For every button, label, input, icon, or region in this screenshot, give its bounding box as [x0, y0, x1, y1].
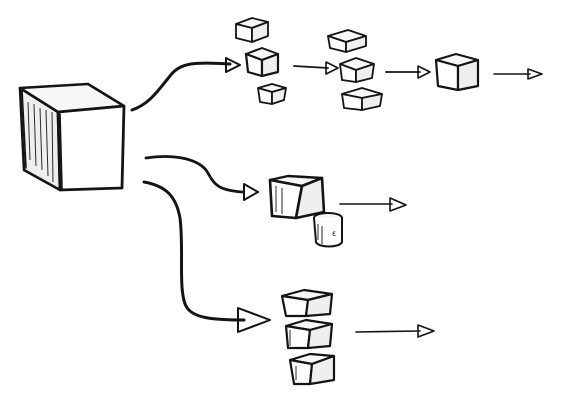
small-cube-icon: [288, 352, 336, 386]
small-cube-icon: [341, 87, 383, 111]
cylinder-icon: ɛ: [313, 212, 343, 248]
arrowhead-icon: [417, 65, 431, 79]
top-branch-connector: [130, 57, 241, 112]
middle-branch-connector: [144, 155, 259, 201]
bottom-stage-stacked-cubes: [280, 288, 336, 386]
arrowhead-icon: [389, 197, 407, 212]
arrowhead-icon: [225, 57, 241, 73]
top-stage-3-cube-icon: [434, 53, 480, 92]
small-cube-icon: [244, 47, 280, 78]
arrowhead-icon: [417, 324, 435, 338]
small-cube-icon: [280, 288, 334, 318]
arrowhead-icon: [325, 61, 339, 75]
top-stage-2-cubes: [327, 29, 383, 111]
middle-output-arrow: [339, 197, 407, 212]
cylinder-glyph: ɛ: [332, 229, 336, 238]
top-arrow-3: [385, 65, 431, 79]
medium-cube-icon: [268, 174, 326, 220]
small-cube-icon: [339, 57, 375, 83]
small-cube-icon: [284, 318, 334, 350]
small-cube-icon: [327, 29, 367, 53]
arrowhead-icon: [243, 183, 259, 201]
small-cube-icon: [235, 17, 269, 43]
arrowhead-icon: [527, 68, 543, 80]
bottom-branch-connector: [142, 180, 271, 333]
top-arrow-2: [293, 61, 339, 75]
top-output-arrow: [493, 68, 543, 80]
small-cube-icon: [257, 83, 287, 105]
arrowhead-icon: [237, 307, 271, 333]
large-cube-icon: [18, 82, 126, 192]
bottom-output-arrow: [355, 324, 435, 338]
middle-stage-cube-with-cylinder: ɛ: [268, 174, 343, 248]
top-stage-1-cubes: [235, 17, 287, 105]
